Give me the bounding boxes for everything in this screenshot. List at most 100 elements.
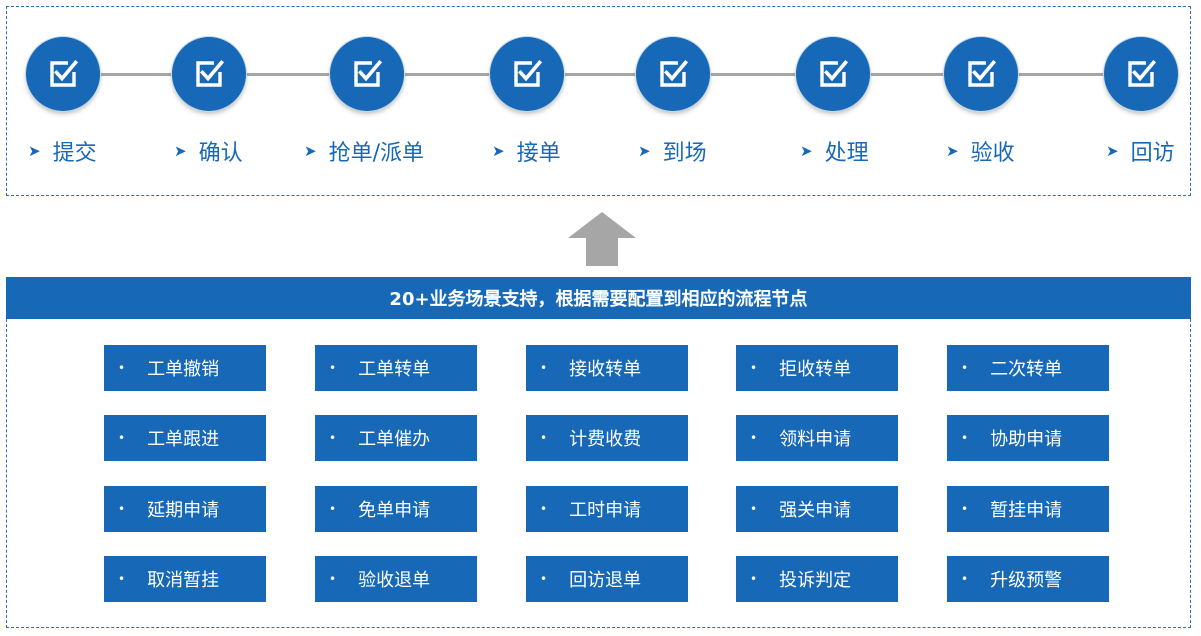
bullet-icon: •	[329, 431, 337, 445]
scenario-label: 回访退单	[569, 570, 642, 591]
scenario-label: 取消暂挂	[147, 570, 220, 591]
step-label: ➤ 提交	[28, 136, 97, 166]
up-arrow-icon	[568, 212, 636, 266]
chevron-right-icon: ➤	[28, 142, 41, 160]
scenario-label: 强关申请	[779, 500, 852, 521]
step-label: ➤ 抢单/派单	[304, 136, 424, 166]
scenario-label: 升级预警	[990, 570, 1063, 591]
scenario-tag: • 升级预警	[947, 556, 1109, 602]
step-label-text: 确认	[198, 141, 243, 166]
step-circle	[636, 37, 710, 111]
scenario-tag: • 投诉判定	[736, 556, 898, 602]
bullet-icon: •	[540, 431, 548, 445]
scenario-tag: • 拒收转单	[736, 345, 898, 391]
scenario-tag: •免单申请	[315, 486, 477, 532]
bullet-icon: •	[540, 572, 548, 586]
bullet-icon: •	[540, 361, 548, 375]
bullet-icon: •	[329, 572, 337, 586]
bullet-icon: •	[961, 502, 969, 516]
bullet-icon: •	[750, 361, 758, 375]
scenario-label: 工单催办	[358, 429, 431, 450]
process-flow-frame	[6, 6, 1191, 196]
scenario-label: 工时申请	[569, 500, 642, 521]
step-label: ➤ 到场	[638, 136, 707, 166]
scenario-tag: •计费收费	[526, 415, 688, 461]
scenario-label: 工单撤销	[147, 359, 220, 380]
scenario-frame	[6, 319, 1191, 628]
step-circle	[1104, 37, 1178, 111]
bullet-icon: •	[750, 572, 758, 586]
step-label-text: 接单	[516, 141, 561, 166]
scenario-tag: • 接收转单	[526, 345, 688, 391]
bullet-icon: •	[118, 572, 126, 586]
scenario-tag: •二次转单	[947, 345, 1109, 391]
step-label-text: 处理	[824, 141, 869, 166]
scenario-label: 暂挂申请	[990, 500, 1063, 521]
flow-connector	[98, 73, 174, 76]
step-circle	[490, 37, 564, 111]
checkbox-icon	[352, 59, 382, 89]
scenario-label: 工单跟进	[147, 429, 220, 450]
bullet-icon: •	[961, 572, 969, 586]
scenario-tag: • 工单跟进	[104, 415, 266, 461]
chevron-right-icon: ➤	[492, 142, 505, 160]
flow-connector	[708, 73, 798, 76]
chevron-right-icon: ➤	[1106, 142, 1119, 160]
flow-connector	[562, 73, 638, 76]
step-label: ➤ 回访	[1106, 136, 1175, 166]
chevron-right-icon: ➤	[800, 142, 813, 160]
scenario-label: 工单转单	[358, 359, 431, 380]
scenario-label: 延期申请	[147, 500, 220, 521]
scenario-label: 二次转单	[990, 359, 1063, 380]
flow-connector	[868, 73, 946, 76]
scenario-tag: • 工单撤销	[104, 345, 266, 391]
scenario-label: 拒收转单	[779, 359, 852, 380]
scenario-label: 免单申请	[358, 500, 431, 521]
scenario-label: 接收转单	[569, 359, 642, 380]
scenario-tag: • 协助申请	[947, 415, 1109, 461]
step-label-text: 提交	[52, 141, 97, 166]
chevron-right-icon: ➤	[174, 142, 187, 160]
scenario-tag: • 延期申请	[104, 486, 266, 532]
step-label-text: 到场	[662, 141, 707, 166]
bullet-icon: •	[750, 502, 758, 516]
checkbox-icon	[1126, 59, 1156, 89]
scenario-label: 验收退单	[358, 570, 431, 591]
step-circle	[796, 37, 870, 111]
flow-connector	[244, 73, 332, 76]
step-label: ➤ 接单	[492, 136, 561, 166]
scenario-label: 协助申请	[990, 429, 1063, 450]
scenario-tag: •领料申请	[736, 415, 898, 461]
step-label-text: 验收	[970, 141, 1015, 166]
scenario-tag: • 工单转单	[315, 345, 477, 391]
bullet-icon: •	[329, 361, 337, 375]
step-circle	[26, 37, 100, 111]
chevron-right-icon: ➤	[638, 142, 651, 160]
scenario-tag: • 工单催办	[315, 415, 477, 461]
scenario-tag: • 回访退单	[526, 556, 688, 602]
flow-connector	[402, 73, 492, 76]
scenario-label: 投诉判定	[779, 570, 852, 591]
flow-connector	[1016, 73, 1106, 76]
bullet-icon: •	[961, 431, 969, 445]
step-label-text: 抢单/派单	[328, 141, 424, 166]
step-label: ➤ 确认	[174, 136, 243, 166]
step-label-text: 回访	[1130, 141, 1175, 166]
checkbox-icon	[966, 59, 996, 89]
scenario-tag: • 工时申请	[526, 486, 688, 532]
chevron-right-icon: ➤	[304, 142, 317, 160]
bullet-icon: •	[118, 502, 126, 516]
checkbox-icon	[658, 59, 688, 89]
checkbox-icon	[512, 59, 542, 89]
scenario-label: 领料申请	[779, 429, 852, 450]
step-label: ➤ 验收	[946, 136, 1015, 166]
step-circle	[172, 37, 246, 111]
bullet-icon: •	[118, 431, 126, 445]
scenario-banner: 20+业务场景支持，根据需要配置到相应的流程节点	[6, 277, 1191, 319]
bullet-icon: •	[540, 502, 548, 516]
chevron-right-icon: ➤	[946, 142, 959, 160]
checkbox-icon	[194, 59, 224, 89]
checkbox-icon	[48, 59, 78, 89]
scenario-tag: • 暂挂申请	[947, 486, 1109, 532]
bullet-icon: •	[118, 361, 126, 375]
